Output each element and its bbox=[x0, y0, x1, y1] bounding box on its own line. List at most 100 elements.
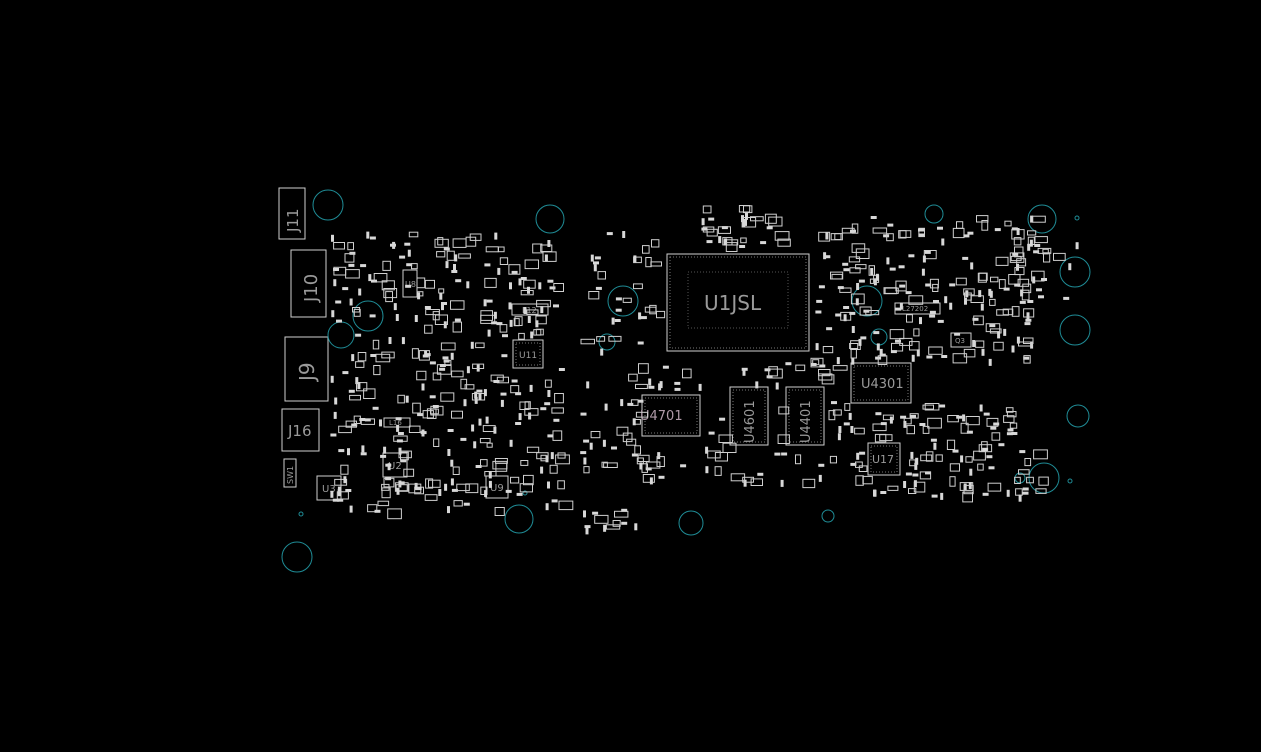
chip-u4601[interactable]: U4601 bbox=[729, 386, 769, 446]
chip-u3[interactable]: U3 bbox=[316, 475, 342, 501]
smd-pad bbox=[952, 449, 959, 453]
smd-components bbox=[330, 205, 1079, 535]
smd-pad bbox=[463, 502, 470, 506]
smd-pad bbox=[602, 439, 606, 447]
connector-j9[interactable]: J9 bbox=[284, 336, 329, 402]
smd-pad bbox=[916, 349, 920, 357]
connector-j16[interactable]: J16 bbox=[281, 408, 320, 452]
smd-pad bbox=[383, 446, 387, 454]
smd-pad bbox=[637, 341, 644, 345]
label-u9: U9 bbox=[490, 483, 504, 494]
smd-pad bbox=[949, 463, 960, 472]
label-u8: U8 bbox=[405, 280, 416, 289]
switch-sw1[interactable]: SW1 bbox=[283, 458, 297, 488]
transistor-q3[interactable]: Q3 bbox=[950, 332, 972, 348]
smd-pad bbox=[915, 457, 919, 465]
smd-pad bbox=[465, 236, 477, 247]
smd-pad bbox=[520, 277, 527, 280]
smd-pad bbox=[739, 245, 746, 248]
smd-pad bbox=[1063, 296, 1070, 300]
smd-pad bbox=[390, 243, 396, 247]
connector-j11[interactable]: J11 bbox=[278, 187, 306, 240]
smd-pad bbox=[398, 450, 412, 459]
smd-pad bbox=[520, 290, 534, 296]
smd-pad bbox=[452, 321, 463, 333]
chip-u1jsl[interactable]: U1JSL bbox=[666, 253, 810, 352]
smd-pad bbox=[367, 504, 378, 513]
smd-pad bbox=[540, 306, 544, 314]
chip-u17[interactable]: U17 bbox=[867, 442, 901, 476]
smd-pad bbox=[424, 279, 435, 289]
chip-u2[interactable]: U2 bbox=[382, 452, 408, 478]
smd-pad bbox=[404, 242, 411, 246]
smd-pad bbox=[858, 279, 865, 283]
smd-pad bbox=[875, 273, 879, 281]
label-u4301: U4301 bbox=[861, 377, 904, 392]
smd-pad bbox=[918, 228, 924, 232]
smd-pad bbox=[795, 454, 802, 465]
smd-pad bbox=[600, 348, 604, 356]
smd-pad bbox=[977, 272, 987, 283]
smd-pad bbox=[1022, 487, 1029, 491]
smd-pad bbox=[417, 292, 421, 300]
smd-pad bbox=[918, 227, 926, 238]
smd-pad bbox=[612, 520, 621, 527]
smd-pad bbox=[396, 439, 403, 443]
smd-pad bbox=[640, 316, 647, 320]
smd-pad bbox=[831, 401, 837, 405]
smd-pad bbox=[851, 326, 855, 333]
smd-pad bbox=[451, 410, 463, 419]
chip-u4701[interactable]: U4701 bbox=[640, 394, 701, 437]
smd-pad bbox=[922, 404, 934, 410]
smd-pad bbox=[471, 424, 475, 432]
smd-pad bbox=[997, 331, 1001, 339]
connector-j10[interactable]: J10 bbox=[290, 249, 327, 318]
smd-pad bbox=[498, 246, 505, 253]
smd-pad bbox=[1006, 489, 1010, 497]
smd-pad bbox=[854, 427, 865, 435]
smd-pad bbox=[949, 302, 953, 310]
smd-pad bbox=[975, 340, 985, 348]
smd-pad bbox=[501, 354, 508, 358]
smd-pad bbox=[925, 471, 931, 475]
smd-pad bbox=[510, 385, 520, 394]
smd-pad bbox=[408, 425, 421, 434]
mounting-holes bbox=[281, 189, 1091, 573]
smd-pad bbox=[937, 319, 944, 323]
chip-u11[interactable]: U11 bbox=[512, 339, 544, 369]
smd-pad bbox=[502, 334, 508, 338]
smd-pad bbox=[394, 482, 409, 492]
smd-pad bbox=[406, 263, 413, 267]
smd-pad bbox=[880, 422, 887, 426]
smd-pad bbox=[909, 459, 916, 467]
smd-pad bbox=[486, 442, 493, 448]
smd-pad bbox=[452, 466, 460, 475]
smd-pad bbox=[924, 250, 931, 254]
smd-pad bbox=[705, 446, 709, 454]
smd-pad bbox=[369, 314, 376, 318]
smd-pad bbox=[764, 368, 771, 372]
chip-u4301[interactable]: U4301 bbox=[850, 362, 912, 404]
smd-pad bbox=[937, 226, 943, 230]
smd-pad bbox=[742, 368, 746, 376]
smd-pad bbox=[850, 293, 865, 305]
smd-pad bbox=[510, 476, 520, 484]
label-u4401: U4401 bbox=[799, 400, 814, 443]
smd-pad bbox=[472, 363, 485, 370]
smd-pad bbox=[463, 399, 467, 407]
inductor-l12[interactable]: L12 bbox=[511, 303, 549, 316]
smd-pad bbox=[373, 365, 381, 376]
smd-pad bbox=[1020, 289, 1024, 297]
smd-pad bbox=[988, 466, 995, 470]
smd-pad bbox=[375, 353, 391, 363]
smd-pad bbox=[860, 336, 867, 340]
smd-pad bbox=[1016, 336, 1020, 344]
smd-pad bbox=[872, 423, 887, 432]
smd-pad bbox=[399, 255, 406, 259]
smd-pad bbox=[437, 237, 444, 246]
smd-pad bbox=[839, 287, 852, 293]
smd-pad bbox=[1042, 248, 1049, 255]
inductor-l27202[interactable]: L27202 bbox=[894, 302, 941, 315]
smd-pad bbox=[923, 250, 937, 260]
chip-u4401[interactable]: U4401 bbox=[785, 386, 825, 446]
